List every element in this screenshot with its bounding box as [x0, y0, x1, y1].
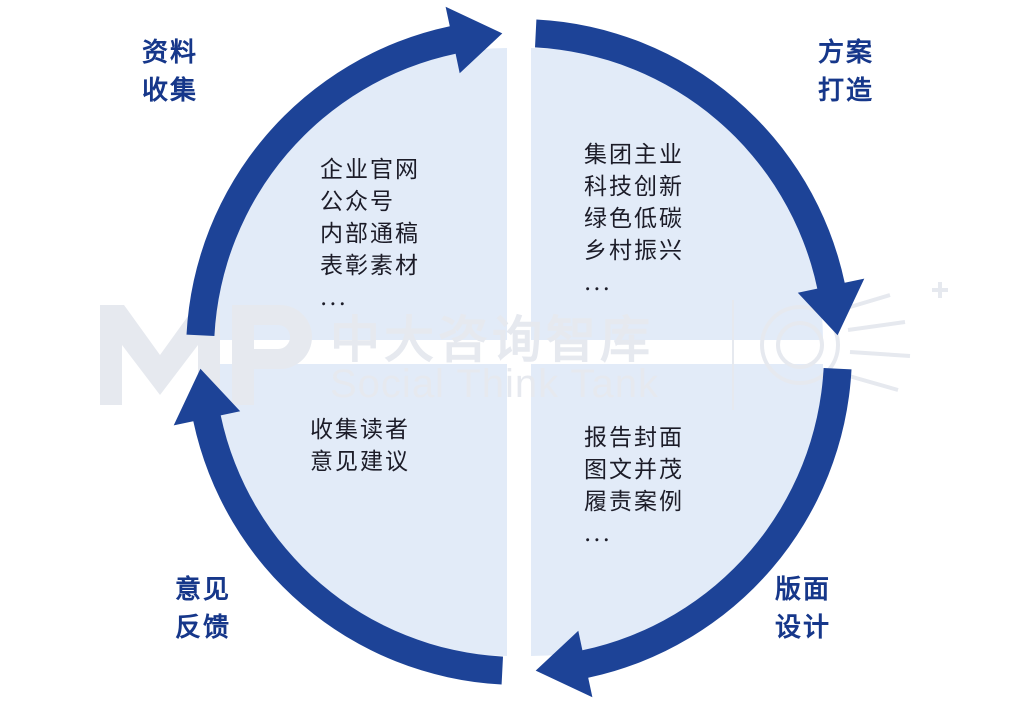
list-item: 公众号 — [320, 189, 395, 215]
stage-items-design: 报告封面 图文并茂 履责案例 ... — [584, 422, 684, 550]
watermark-sun-icon — [760, 282, 948, 392]
list-item: 科技创新 — [584, 174, 684, 200]
list-item: 收集读者 — [310, 417, 410, 443]
stage-title-collect: 资料 收集 — [142, 38, 199, 106]
arrow-design-to-feedback — [173, 368, 503, 685]
stage-items-feedback: 收集读者 意见建议 — [310, 414, 410, 478]
stage-items-collect: 企业官网 公众号 内部通稿 表彰素材 ... — [320, 154, 420, 314]
list-item: 意见建议 — [310, 449, 410, 475]
quadrant-top-left — [215, 48, 507, 340]
stage-title-design: 版面 设计 — [775, 575, 832, 643]
list-item: 内部通稿 — [320, 221, 420, 247]
list-item: 表彰素材 — [320, 253, 420, 279]
list-item: 乡村振兴 — [584, 238, 684, 264]
quadrant-bottom-right — [531, 364, 823, 656]
list-item: 报告封面 — [584, 425, 684, 451]
list-item: 履责案例 — [584, 489, 684, 515]
list-item: 企业官网 — [320, 157, 420, 183]
quadrant-bottom-left — [215, 364, 507, 656]
list-item: ... — [584, 521, 612, 547]
arrow-feedback-to-collect — [186, 6, 503, 336]
quadrant-backgrounds — [215, 48, 823, 656]
watermark-divider — [732, 300, 734, 410]
list-item: ... — [320, 285, 348, 311]
stage-items-plan: 集团主业 科技创新 绿色低碳 乡村振兴 ... — [584, 139, 684, 299]
cycle-arrows — [173, 6, 865, 698]
list-item: 集团主业 — [584, 142, 684, 168]
watermark-en: Social Think Tank — [330, 362, 660, 406]
list-item: ... — [584, 270, 612, 296]
list-item: 绿色低碳 — [584, 206, 684, 232]
stage-title-feedback: 意见 反馈 — [175, 575, 232, 643]
arrow-plan-to-design — [535, 368, 852, 698]
arrow-collect-to-plan — [535, 19, 865, 336]
list-item: 图文并茂 — [584, 457, 684, 483]
stage-title-plan: 方案 打造 — [818, 38, 875, 106]
watermark-cn: 中大咨询智库 — [330, 312, 654, 368]
quadrant-top-right — [531, 48, 823, 340]
